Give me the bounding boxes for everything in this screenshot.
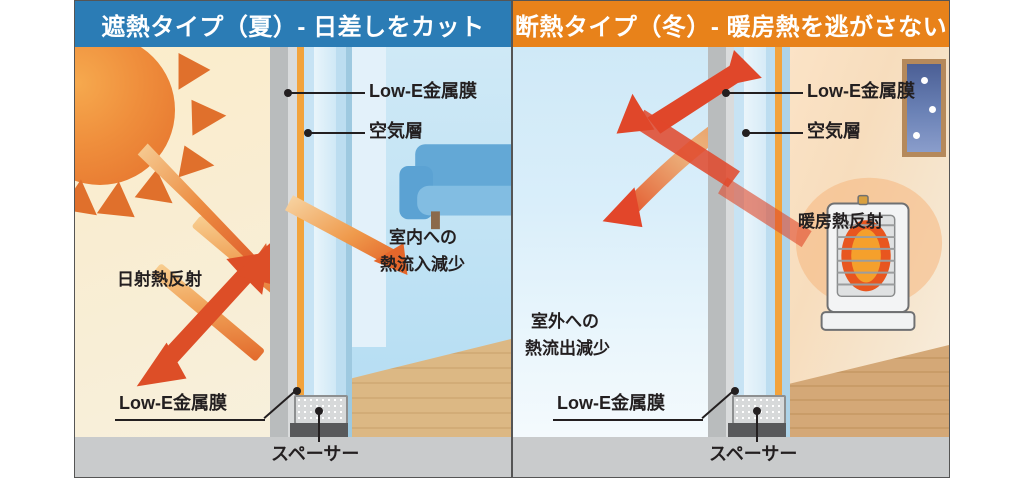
glass-pane-2 <box>304 47 314 437</box>
label-heating-reflection: 暖房熱反射 <box>798 212 883 231</box>
glass-pane-2 <box>734 47 744 437</box>
glazing-stack-summer <box>288 47 352 437</box>
air-gap-layer <box>744 47 766 437</box>
low-e-film-layer <box>775 47 782 437</box>
label-spacer: スペーサー <box>271 444 360 464</box>
panel-summer: 遮熱タイプ（夏）- 日差しをカット <box>74 0 512 478</box>
outdoor-area-winter <box>513 47 708 437</box>
label-air-layer: 空気層 <box>369 121 423 141</box>
panel-summer-title: 遮熱タイプ（夏）- 日差しをカット <box>101 13 485 41</box>
sill-band-summer <box>75 437 511 477</box>
leader-line-air-layer <box>308 132 365 134</box>
window-frame-summer <box>270 47 288 437</box>
leader-line-low-e <box>288 92 365 94</box>
label-outdoor-heatflow-line1: 室外への <box>531 312 599 331</box>
outer-glass-pane <box>288 47 297 437</box>
panel-winter: 断熱タイプ（冬）- 暖房熱を逃がさない <box>512 0 950 478</box>
panel-winter-body: Low-E金属膜 空気層 暖房熱反射 室外への 熱流出減少 Low-E金属膜 ス… <box>513 47 949 477</box>
label-air-layer: 空気層 <box>807 121 861 141</box>
wall-picture-icon <box>902 59 946 157</box>
glazing-stack-winter <box>726 47 790 437</box>
panel-summer-body: Low-E金属膜 空気層 日射熱反射 室内への 熱流入減少 Low-E金属膜 ス… <box>75 47 511 477</box>
leader-line-spacer <box>318 411 320 442</box>
sill-band-winter <box>513 437 949 477</box>
leader-line-air-layer <box>746 132 803 134</box>
leader-line-low-e <box>726 92 803 94</box>
leader-line-spacer <box>756 411 758 442</box>
label-low-e-film: Low-E金属膜 <box>807 81 915 101</box>
indoor-floor-summer <box>352 339 511 437</box>
panel-summer-header: 遮熱タイプ（夏）- 日差しをカット <box>75 1 511 47</box>
label-indoor-heatflow-line1: 室内への <box>389 228 457 247</box>
label-solar-heat-reflection: 日射熱反射 <box>117 270 202 289</box>
leader-dot-low-e-bottom <box>731 387 739 395</box>
underline-low-e-bottom <box>115 419 265 421</box>
panel-winter-title: 断熱タイプ（冬）- 暖房熱を逃がさない <box>514 13 948 41</box>
underline-low-e-bottom <box>553 419 703 421</box>
label-indoor-heatflow-line2: 熱流入減少 <box>380 255 465 274</box>
low-e-film-layer <box>297 47 304 437</box>
outer-glass-pane <box>726 47 734 437</box>
glass-pane-3 <box>766 47 775 437</box>
label-spacer: スペーサー <box>709 444 798 464</box>
glass-pane-3 <box>336 47 346 437</box>
indoor-area-winter <box>790 47 949 437</box>
indoor-floor-winter <box>790 345 949 437</box>
air-gap-layer <box>314 47 336 437</box>
label-low-e-film-bottom: Low-E金属膜 <box>557 393 665 413</box>
label-outdoor-heatflow-line2: 熱流出減少 <box>525 339 610 358</box>
panel-winter-header: 断熱タイプ（冬）- 暖房熱を逃がさない <box>513 1 949 47</box>
inner-glass-pane <box>782 47 790 437</box>
label-low-e-film-bottom: Low-E金属膜 <box>119 393 227 413</box>
window-frame-winter <box>708 47 726 437</box>
label-low-e-film: Low-E金属膜 <box>369 81 477 101</box>
leader-dot-low-e-bottom <box>293 387 301 395</box>
